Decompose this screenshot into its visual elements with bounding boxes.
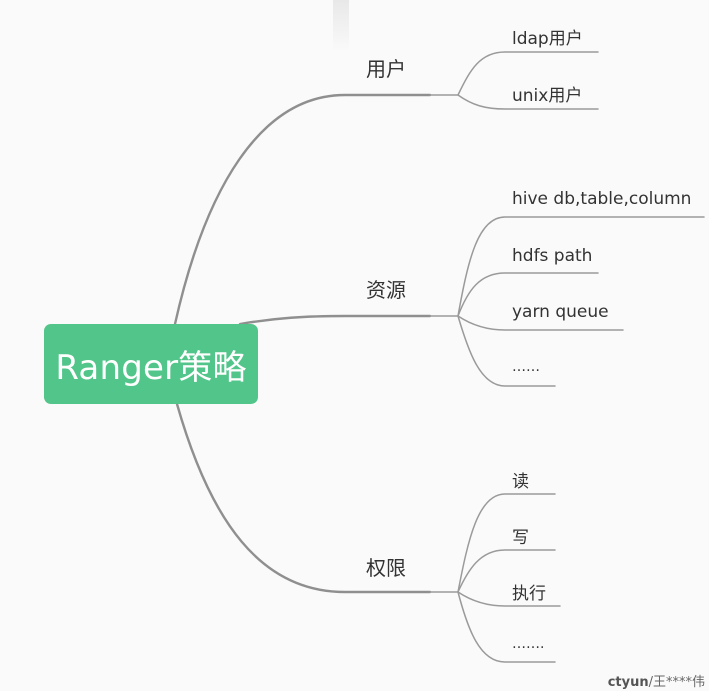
root-label: Ranger策略 (55, 347, 247, 388)
connector-root-to-permissions (175, 402, 432, 594)
branch-permissions[interactable]: 权限 (366, 556, 406, 580)
connector-users-leaf-1 (457, 51, 599, 96)
leaf-unix-users[interactable]: unix用户 (512, 86, 583, 106)
leaf-yarn[interactable]: yarn queue (512, 302, 609, 322)
connector-permissions-leaf-3 (457, 591, 561, 607)
connector-root-to-resources (238, 314, 432, 326)
leaf-resources-ellipsis[interactable]: …… (512, 359, 540, 375)
leaf-read[interactable]: 读 (512, 472, 529, 492)
leaf-write[interactable]: 写 (512, 528, 529, 548)
top-smudge (333, 0, 349, 52)
connector-root-to-users (173, 93, 432, 326)
watermark-site: ctyun (607, 675, 649, 690)
connector-resources-leaf-2 (457, 272, 599, 317)
branch-users[interactable]: 用户 (366, 57, 406, 81)
connector-permissions-leaf-2 (457, 549, 556, 593)
connector-permissions-leaf-4 (457, 591, 556, 663)
watermark: ctyun/王****伟 (608, 671, 705, 690)
connector-permissions-leaf-1 (457, 493, 556, 593)
branch-resources[interactable]: 资源 (366, 278, 406, 302)
leaf-hive[interactable]: hive db,table,column (512, 189, 692, 209)
connector-resources-leaf-1 (457, 216, 705, 317)
connector-resources-leaf-4 (457, 315, 556, 387)
watermark-user: /王****伟 (648, 675, 705, 690)
connector-resources-leaf-3 (457, 315, 624, 331)
leaf-hdfs[interactable]: hdfs path (512, 246, 593, 266)
connector-users-leaf-2 (457, 94, 599, 110)
leaf-ldap-users[interactable]: ldap用户 (512, 29, 583, 49)
leaf-permissions-ellipsis[interactable]: ……. (512, 636, 545, 652)
leaf-execute[interactable]: 执行 (512, 584, 546, 604)
root-node[interactable]: Ranger策略 (44, 324, 258, 404)
